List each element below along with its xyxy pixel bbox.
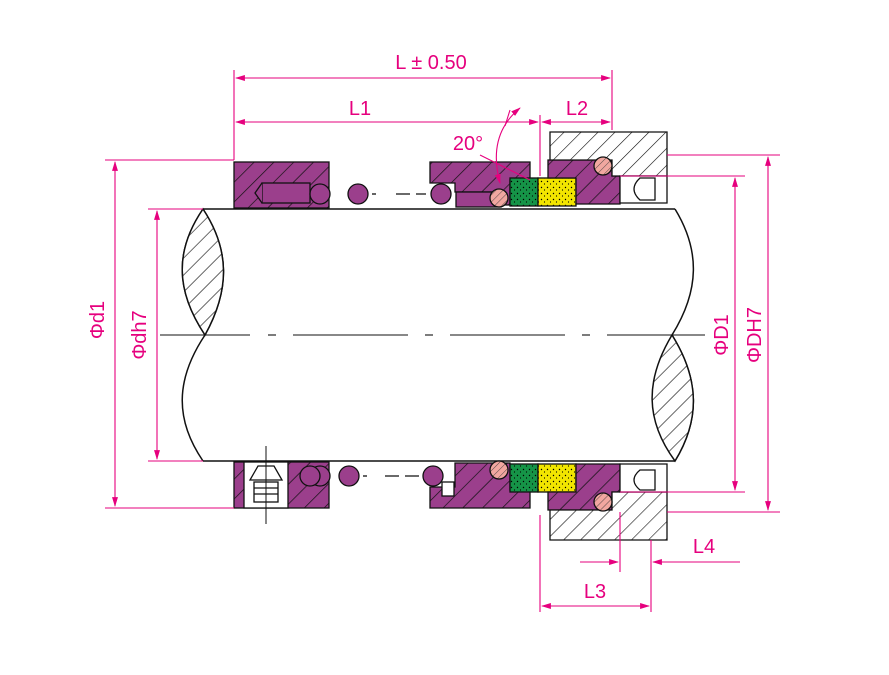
rotating-face-top [509, 177, 539, 207]
bottom-seal-assembly [233, 446, 668, 541]
label-angle: 20° [453, 133, 483, 155]
label-L: L ± 0.50 [395, 52, 466, 74]
label-D1: ΦD1 [711, 314, 733, 356]
spring-coil [338, 465, 360, 487]
label-L2: L2 [566, 98, 588, 120]
label-L1: L1 [349, 98, 371, 120]
label-dh7: Φdh7 [129, 310, 151, 359]
dimension-lines [105, 70, 780, 612]
o-ring-bottom [489, 460, 509, 480]
stationary-face-bottom [537, 463, 577, 493]
spring-coil [430, 183, 452, 205]
label-DH7: ΦDH7 [744, 307, 766, 363]
o-ring-seat-bottom [593, 492, 613, 512]
gland-top [549, 131, 668, 177]
o-ring-seat-top [593, 156, 613, 176]
stationary-face-top [537, 177, 577, 207]
top-seal-assembly [233, 131, 668, 209]
label-L3: L3 [584, 581, 606, 603]
rotating-face-bottom [509, 463, 539, 493]
label-L4: L4 [693, 536, 715, 558]
spring-coil [422, 465, 444, 487]
shaft [181, 207, 695, 463]
o-ring-top [489, 188, 509, 208]
spring-coil [347, 183, 369, 205]
label-d1: Φd1 [87, 301, 109, 339]
